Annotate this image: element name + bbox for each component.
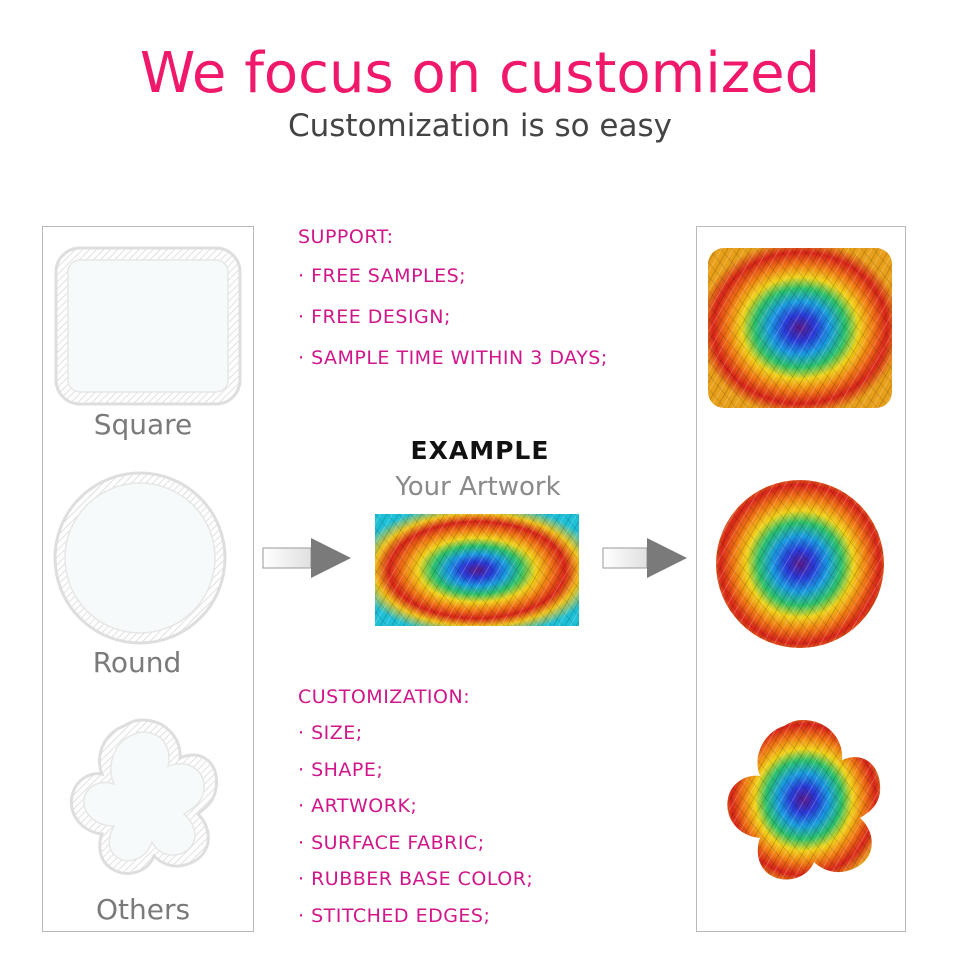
artwork-image: [375, 514, 579, 626]
shape-label-others: Others: [95, 893, 191, 926]
support-item-free-design: · FREE DESIGN;: [298, 306, 451, 328]
example-subheading: Your Artwork: [395, 472, 561, 502]
customization-item-artwork: · ARTWORK;: [298, 795, 418, 817]
square-finished-mat: [708, 248, 892, 408]
page-subtitle: Customization is so easy: [287, 108, 673, 144]
flower-finished-mat: [727, 720, 881, 880]
arrow-right-icon: [602, 538, 687, 578]
round-blank-mat-icon: [53, 471, 227, 645]
flower-blank-mat-icon: [69, 718, 219, 875]
support-item-sample-time: · SAMPLE TIME WITHIN 3 DAYS;: [298, 347, 608, 369]
shape-label-round: Round: [92, 646, 182, 679]
support-item-free-samples: · FREE SAMPLES;: [298, 265, 467, 287]
customization-item-size: · SIZE;: [298, 722, 363, 744]
customization-item-surface-fabric: · SURFACE FABRIC;: [298, 832, 485, 854]
round-finished-mat: [716, 480, 884, 648]
square-blank-mat-icon: [54, 246, 242, 406]
support-heading: SUPPORT:: [298, 226, 394, 248]
customization-item-shape: · SHAPE;: [298, 759, 384, 781]
arrow-right-icon: [262, 538, 351, 578]
customization-item-rubber-base-color: · RUBBER BASE COLOR;: [298, 868, 534, 890]
customization-heading: CUSTOMIZATION:: [298, 686, 471, 708]
shape-label-square: Square: [93, 408, 193, 441]
customization-item-stitched-edges: · STITCHED EDGES;: [298, 905, 491, 927]
page-title: We focus on customized: [139, 41, 821, 106]
example-heading: EXAMPLE: [410, 436, 550, 465]
